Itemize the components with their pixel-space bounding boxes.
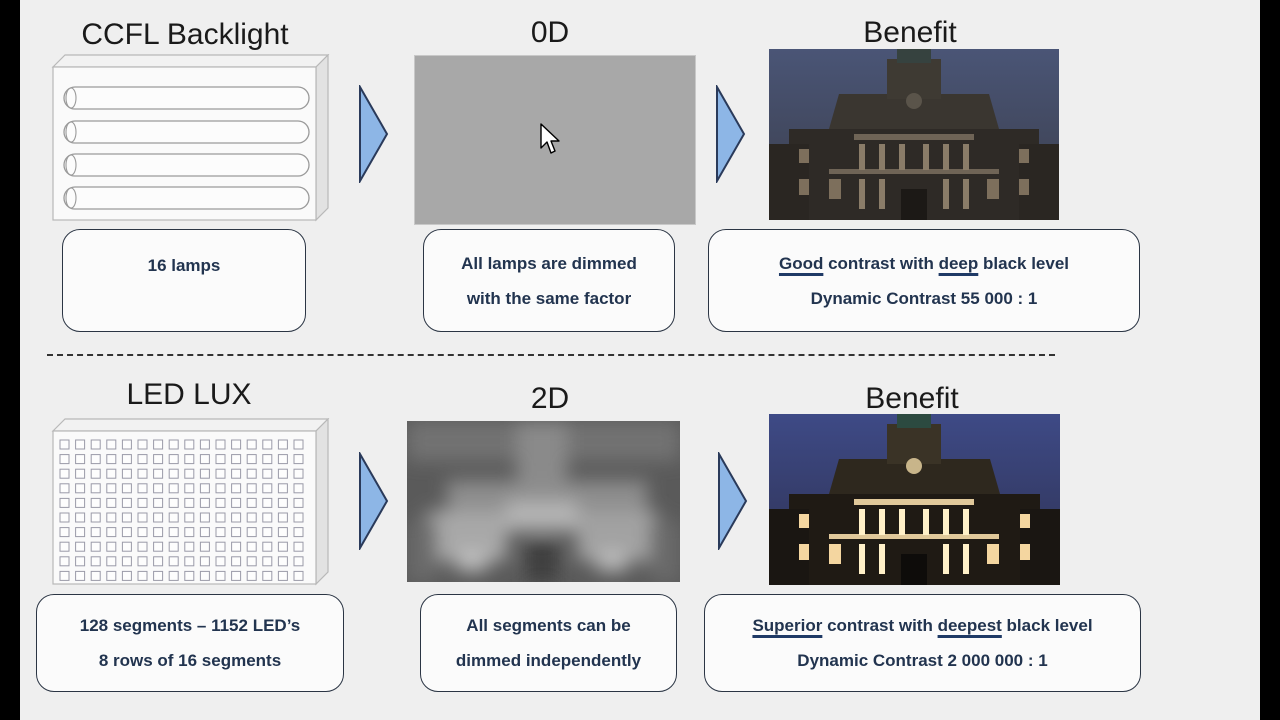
right-arrow-icon [359,85,389,183]
2d-title: 2D [530,382,570,415]
top-benefit-line1: Good contrast with deep black level [779,246,1069,281]
0d-description-box: All lamps are dimmed with the same facto… [423,229,675,332]
row-divider [47,354,1055,356]
top-benefit-line2: Dynamic Contrast 55 000 : 1 [810,288,1038,308]
top-benefit-title: Benefit [863,16,957,49]
top-benefit-text-a: contrast with [823,253,939,273]
bottom-benefit-title: Benefit [865,382,959,415]
top-benefit-deep: deep [938,253,979,273]
mouse-cursor-icon [540,123,560,154]
building-photo-bright [769,414,1060,585]
ccfl-lamps-box: 16 lamps [62,229,306,332]
slide: CCFL Backlight 0D Benefit [20,0,1260,720]
building-photo-dim [769,49,1059,220]
bottom-benefit-text-a: contrast with [822,616,938,635]
right-arrow-icon [716,85,746,183]
led-segments-box: 128 segments – 1152 LED’s 8 rows of 16 s… [36,594,344,692]
0d-description-line1: All lamps are dimmed [461,253,637,273]
bottom-benefit-deepest: deepest [937,616,1002,635]
right-arrow-icon [359,452,389,550]
right-arrow-icon [718,452,748,550]
2d-description-line1: All segments can be [466,616,631,635]
bottom-benefit-line1: Superior contrast with deepest black lev… [752,608,1092,643]
led-lux-title: LED LUX [126,378,252,411]
ccfl-backlight-title: CCFL Backlight [81,18,289,51]
0d-title: 0D [530,16,570,49]
top-benefit-good: Good [778,253,824,273]
ccfl-lamps-text: 16 lamps [147,256,221,275]
led-segments-line1: 128 segments – 1152 LED’s [79,616,301,635]
led-segments-line2: 8 rows of 16 segments [98,651,282,670]
ccfl-lamp-panel-icon [51,54,330,222]
bottom-benefit-superior: Superior [752,616,823,635]
led-grid-panel-icon [51,418,330,586]
top-benefit-box: Good contrast with deep black level Dyna… [708,229,1140,332]
bottom-benefit-text-b: black level [1001,616,1093,635]
bottom-benefit-box: Superior contrast with deepest black lev… [704,594,1141,692]
bottom-benefit-line2: Dynamic Contrast 2 000 000 : 1 [797,651,1048,670]
2d-description-line2: dimmed independently [455,651,642,670]
0d-description-line2: with the same factor [466,288,632,308]
2d-dimming-preview [407,421,680,582]
top-benefit-text-b: black level [978,253,1070,273]
2d-description-box: All segments can be dimmed independently [420,594,677,692]
